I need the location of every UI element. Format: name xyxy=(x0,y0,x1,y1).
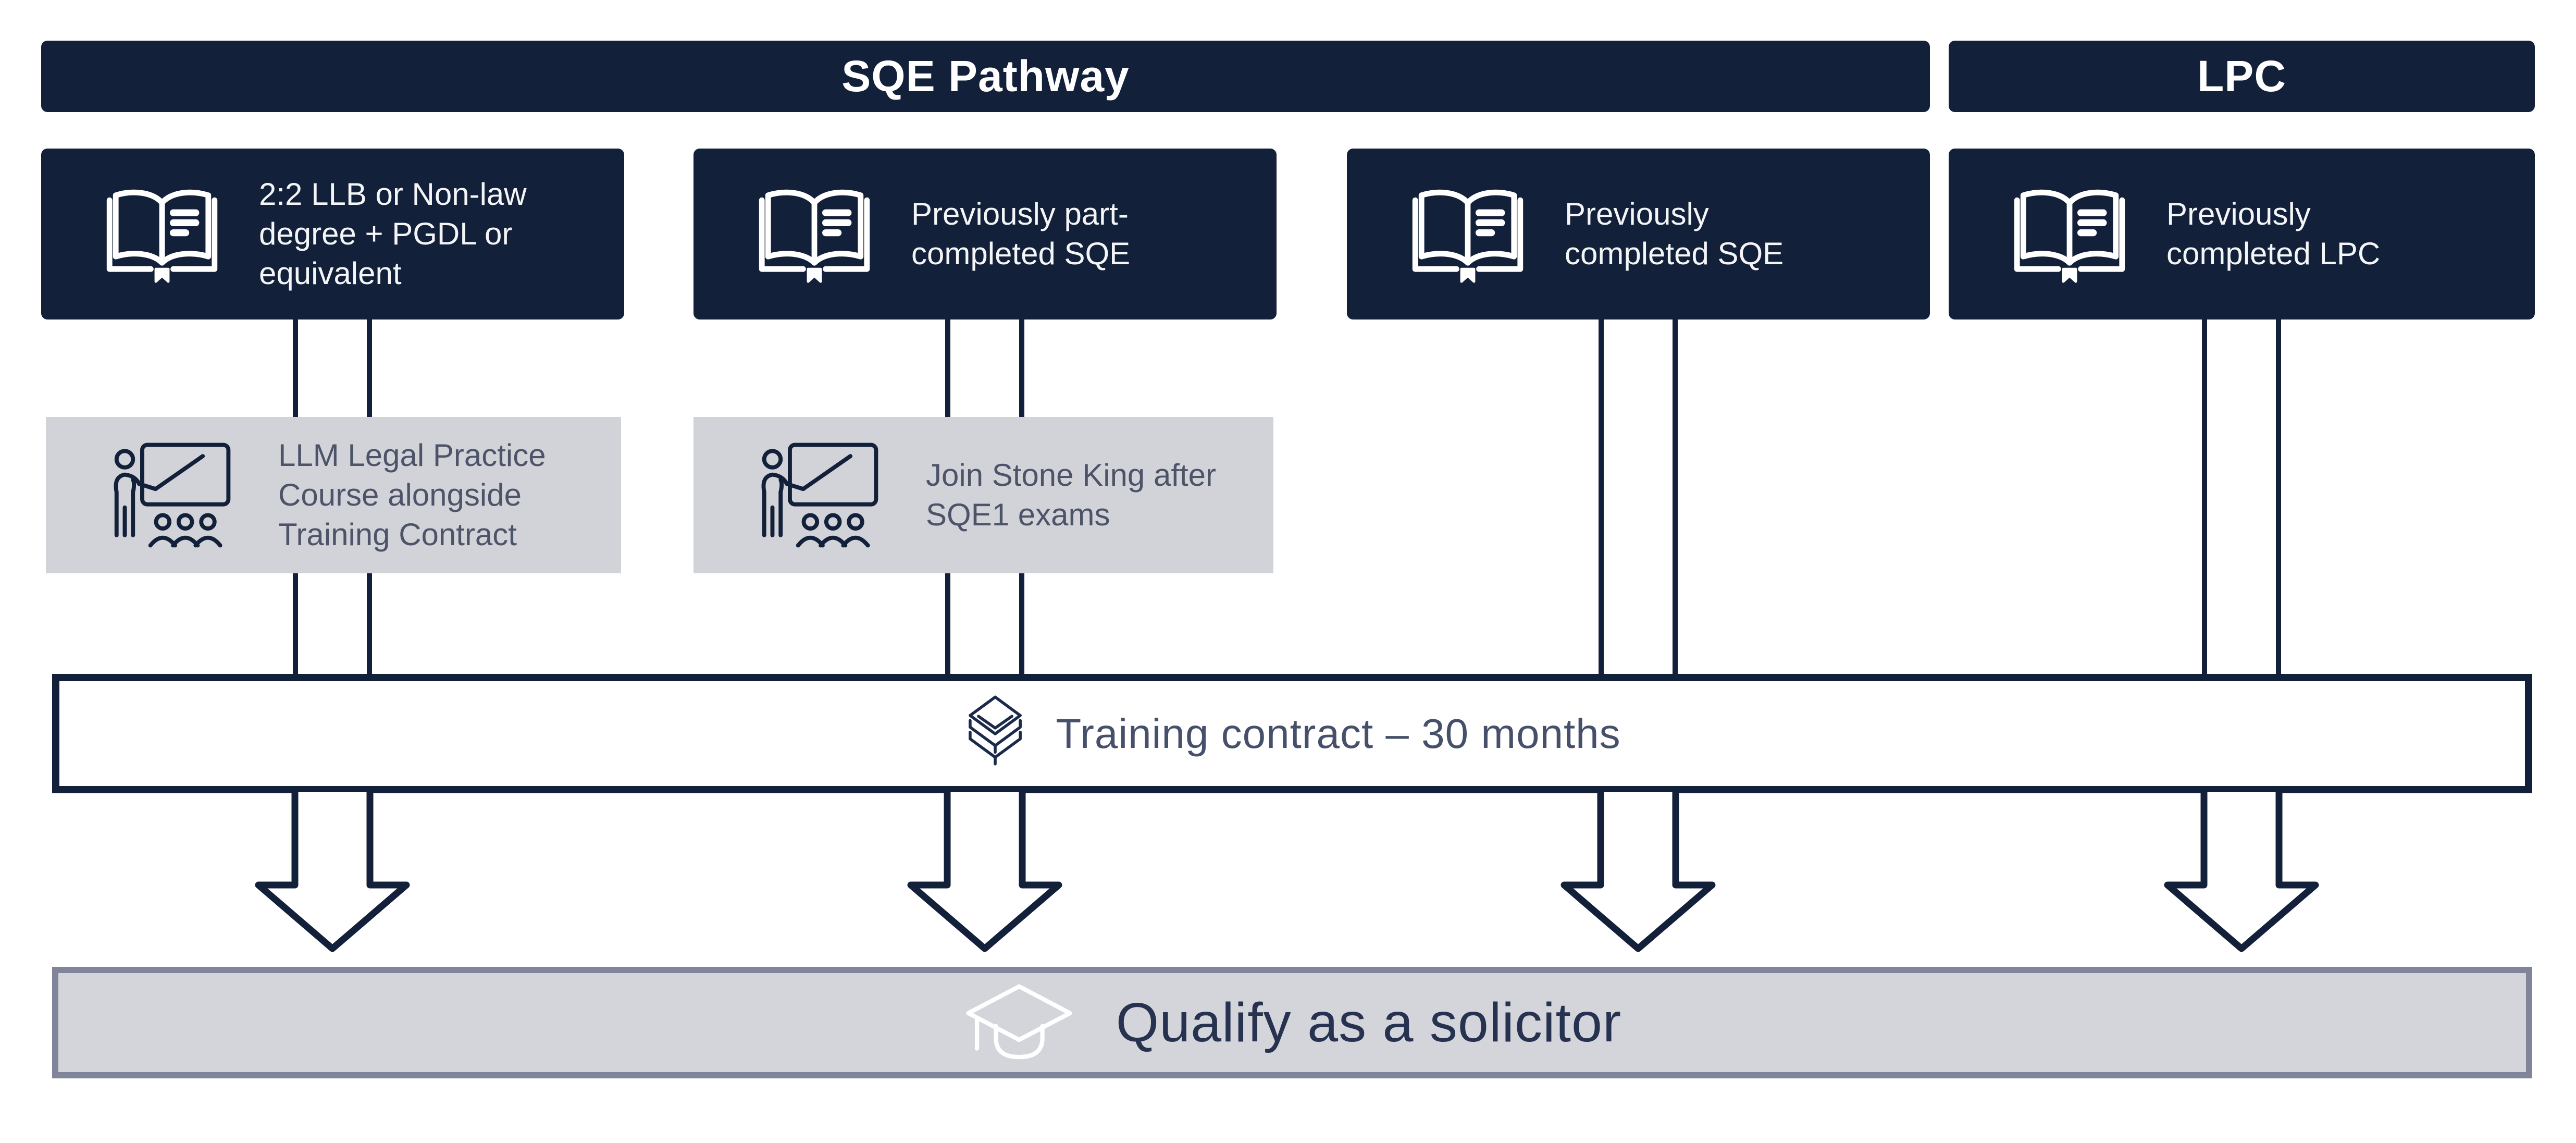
open-book-icon xyxy=(759,189,870,283)
sqe-pathway-header: SQE Pathway xyxy=(41,41,1930,112)
entry-box-llb-pgdl: 2:2 LLB or Non-law degree + PGDL or equi… xyxy=(41,149,624,319)
entry-box-label: Previously completed SQE xyxy=(1565,196,1784,271)
qualify-result-bar: Qualify as a solicitor xyxy=(52,967,2532,1078)
entry-box-completed-sqe: Previously completed SQE xyxy=(1347,149,1930,319)
entry-box-label: Previously part-completed SQE xyxy=(911,196,1131,271)
connector-line xyxy=(293,573,298,674)
connector-line xyxy=(293,319,298,417)
down-arrow-icon xyxy=(2164,792,2319,952)
entry-box-label: 2:2 LLB or Non-law degree + PGDL or equi… xyxy=(259,177,527,291)
connector-line xyxy=(367,319,372,417)
open-book-icon xyxy=(2014,189,2125,283)
course-box-label: Join Stone King after SQE1 exams xyxy=(926,458,1217,532)
course-box-join-stone-king: Join Stone King after SQE1 exams xyxy=(693,417,1273,573)
connector-line xyxy=(367,573,372,674)
lpc-header-label: LPC xyxy=(2197,52,2286,101)
connector-line xyxy=(1673,319,1678,674)
entry-box-label: Previously completed LPC xyxy=(2166,196,2381,271)
connector-line xyxy=(1019,573,1024,674)
graduation-cap-icon xyxy=(966,984,1072,1060)
down-arrow-icon xyxy=(1561,792,1716,952)
training-contract-label: Training contract – 30 months xyxy=(1056,710,1621,757)
connector-line xyxy=(945,319,950,417)
connector-line xyxy=(1599,319,1604,674)
entry-box-part-completed-sqe: Previously part-completed SQE xyxy=(693,149,1277,319)
connector-line xyxy=(1019,319,1024,417)
lpc-header: LPC xyxy=(1949,41,2535,112)
open-book-icon xyxy=(1412,189,1524,283)
down-arrow-icon xyxy=(255,792,410,952)
sqe-pathway-header-label: SQE Pathway xyxy=(841,52,1130,101)
course-box-llm-legal-practice: LLM Legal Practice Course alongside Trai… xyxy=(46,417,621,573)
open-book-icon xyxy=(106,189,218,283)
course-box-label: LLM Legal Practice Course alongside Trai… xyxy=(278,438,546,552)
connector-line xyxy=(2202,319,2207,674)
down-arrow-icon xyxy=(907,792,1062,952)
training-contract-bar: Training contract – 30 months xyxy=(52,674,2532,793)
entry-box-completed-lpc: Previously completed LPC xyxy=(1949,149,2535,319)
connector-line xyxy=(2276,319,2281,674)
qualify-result-label: Qualify as a solicitor xyxy=(1116,991,1622,1053)
training-presentation-icon xyxy=(114,443,231,548)
connector-line xyxy=(945,573,950,674)
books-stack-icon xyxy=(969,695,1022,766)
training-presentation-icon xyxy=(761,443,878,548)
